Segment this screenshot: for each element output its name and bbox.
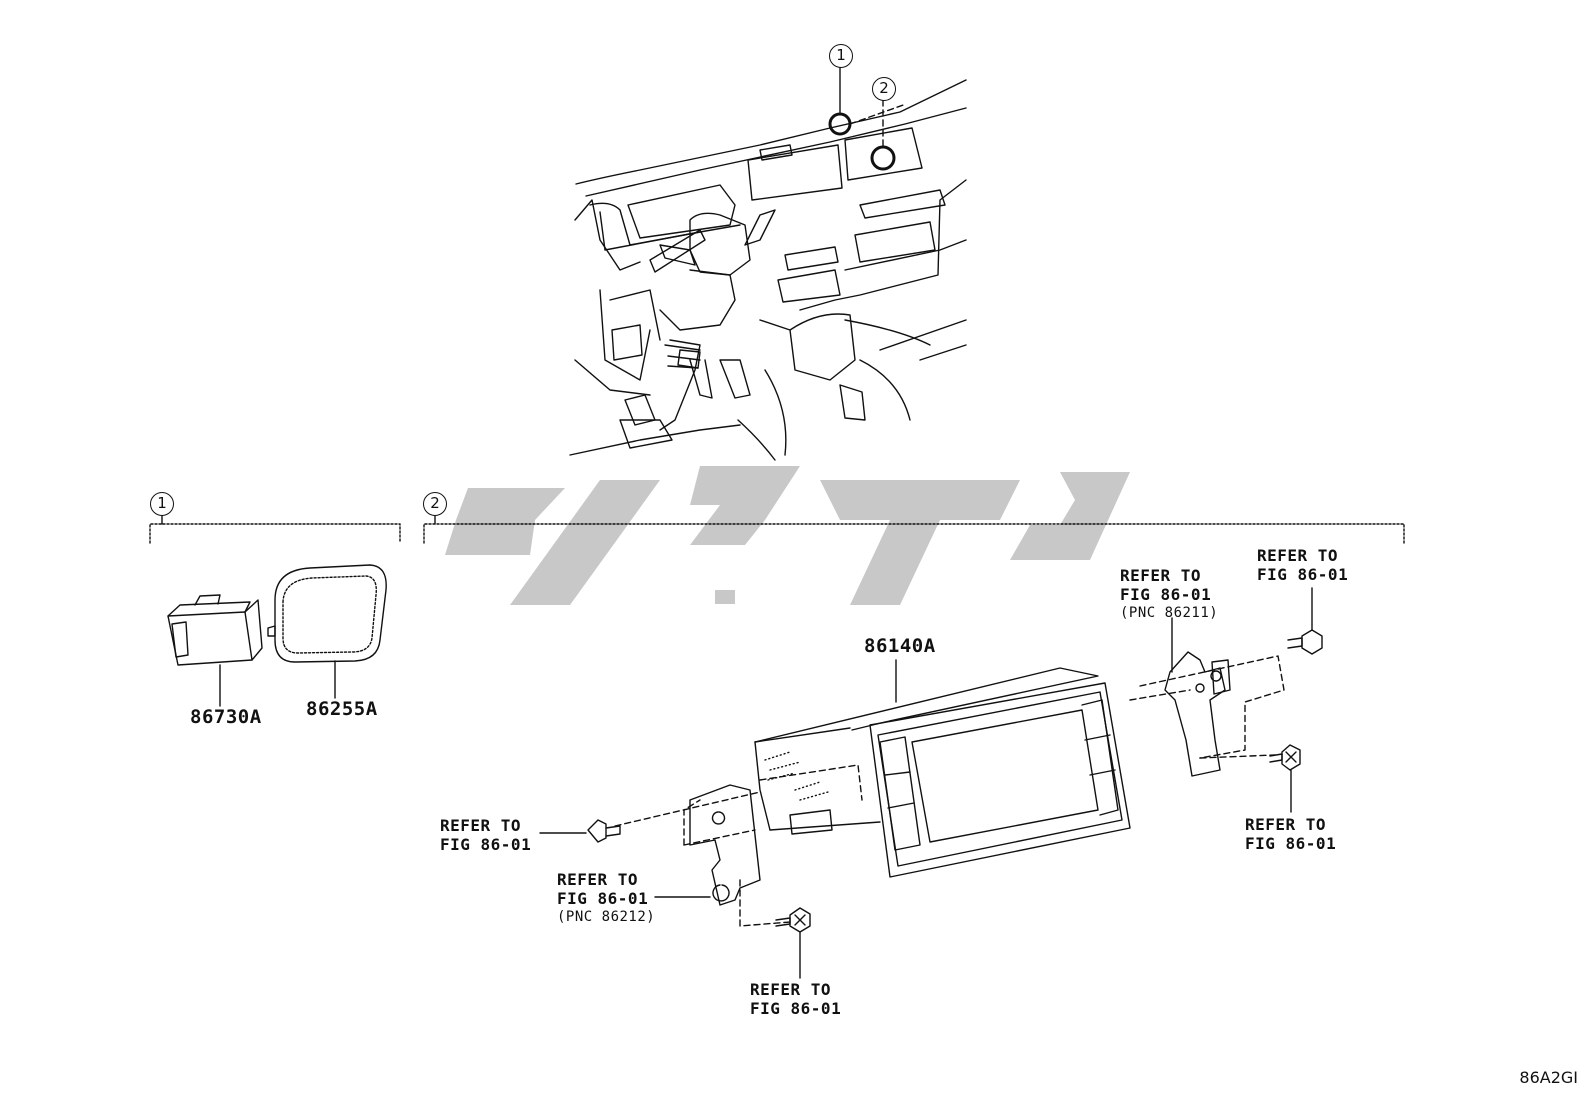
pnc-label: (PNC 86212) — [557, 909, 656, 925]
right-top-screw-drawing — [1287, 587, 1323, 655]
reference-label-bracket-left[interactable]: REFER TO FIG 86-01 (PNC 86212) — [557, 870, 655, 927]
callout-1-top: 1 — [829, 44, 853, 68]
callout-1-group: 1 — [150, 492, 174, 516]
reference-line-2: FIG 86-01 — [440, 835, 532, 854]
reference-label-right-screw[interactable]: REFER TO FIG 86-01 — [1245, 815, 1336, 853]
watermark-logo — [445, 466, 1130, 605]
group-bracket-1 — [149, 514, 401, 544]
reference-line-2: FIG 86-01 — [1257, 565, 1349, 584]
reference-line-1: REFER TO — [440, 816, 522, 835]
right-bottom-screw-drawing — [1269, 744, 1301, 813]
part-number-86730A[interactable]: 86730A — [190, 706, 262, 728]
part-number-86140A[interactable]: 86140A — [864, 635, 936, 657]
reference-line-2: FIG 86-01 — [1120, 585, 1212, 604]
reference-line-1: REFER TO — [557, 870, 639, 889]
reference-line-2: FIG 86-01 — [557, 889, 649, 908]
right-bracket-drawing — [1129, 617, 1285, 777]
reference-line-2: FIG 86-01 — [750, 999, 842, 1018]
reference-line-1: REFER TO — [1245, 815, 1327, 834]
reference-line-1: REFER TO — [1257, 546, 1339, 565]
dashboard-illustration — [569, 79, 967, 461]
group-bracket-2 — [423, 514, 1405, 544]
diagram-id: 86A2GI — [1519, 1068, 1578, 1087]
part-86730A-drawing — [167, 594, 263, 707]
reference-line-1: REFER TO — [1120, 566, 1202, 585]
callout-2-top: 2 — [872, 77, 896, 101]
part-86140A-drawing — [754, 659, 1131, 878]
left-bracket-drawing — [614, 784, 791, 927]
bottom-screw-drawing — [775, 907, 811, 979]
reference-label-left-screw[interactable]: REFER TO FIG 86-01 — [440, 816, 531, 854]
reference-line-1: REFER TO — [750, 980, 832, 999]
reference-line-2: FIG 86-01 — [1245, 834, 1337, 853]
part-86255A-drawing — [267, 564, 387, 699]
top-callouts — [828, 61, 907, 171]
part-number-86255A[interactable]: 86255A — [306, 698, 378, 720]
reference-label-bracket-right[interactable]: REFER TO FIG 86-01 (PNC 86211) — [1120, 566, 1218, 623]
reference-label-bottom-screw[interactable]: REFER TO FIG 86-01 — [750, 980, 841, 1018]
left-screw-drawing — [539, 819, 621, 843]
callout-2-group: 2 — [423, 492, 447, 516]
pnc-label: (PNC 86211) — [1120, 605, 1219, 621]
reference-label-top-right[interactable]: REFER TO FIG 86-01 — [1257, 546, 1348, 584]
